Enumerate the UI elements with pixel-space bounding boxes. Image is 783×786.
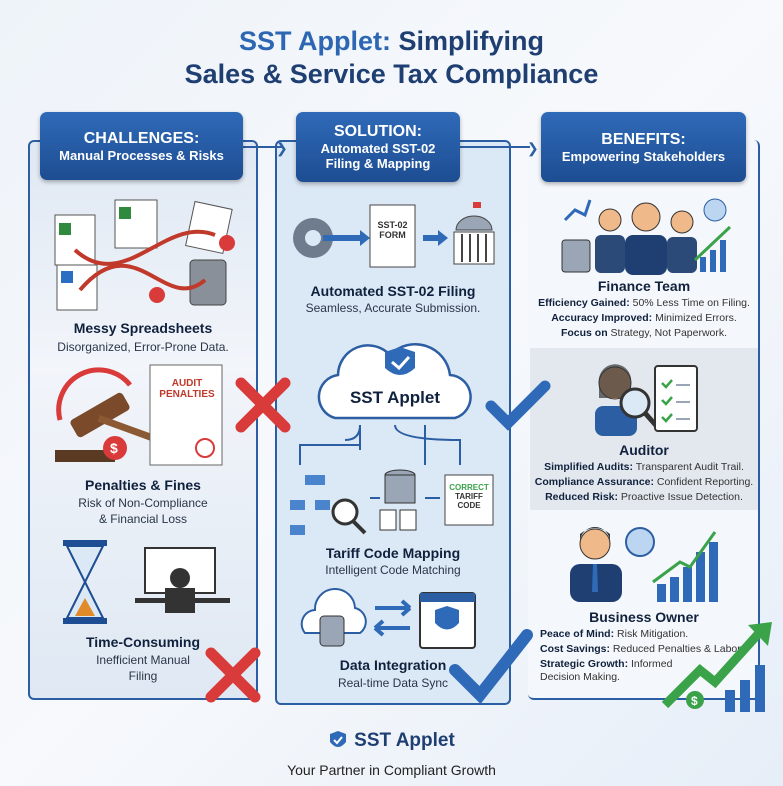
challenge-label: Messy Spreadsheets [73,320,213,336]
sst02-filing-icon [293,202,495,268]
svg-text:$: $ [691,694,698,708]
benefit-line: Compliance Assurance: Confident Reportin… [534,476,754,488]
footer-tagline: Your Partner in Compliant Growth [287,762,496,778]
solution-desc: Seamless, Accurate Submission. [305,301,481,315]
benefit-line: Simplified Audits: Transparent Audit Tra… [544,461,744,473]
solution-desc: Intelligent Code Matching [325,563,461,577]
footer-brand-name: SST Applet [354,730,455,751]
hourglass-stress-icon [63,540,230,624]
tariff-mapping-icon [290,424,494,535]
auditor-band [530,348,758,510]
data-integration-icon [300,588,476,649]
cross-icon [205,647,261,703]
challenge-desc: Disorganized, Error-Prone Data. [57,340,229,354]
solution-label: Automated SST-02 Filing [310,283,476,299]
challenge-desc: Risk of Non-Compliance [78,496,208,510]
solution-label: Data Integration [339,657,447,673]
solution-header: SOLUTION: Automated SST-02 Filing & Mapp… [296,112,460,182]
title-line-1: SST Applet: Simplifying [238,26,544,56]
solution-desc: Real-time Data Sync [337,676,449,690]
check-icon [485,380,551,431]
footer-brand: SST Applet [0,730,783,752]
cloud-label: SST Applet [349,388,441,407]
svg-text:$: $ [110,440,118,456]
benefit-line: Reduced Risk: Proactive Issue Detection. [545,491,743,503]
check-icon [449,629,533,705]
benefit-line: Accuracy Improved: Minimized Errors. [551,312,737,324]
solution-label: Tariff Code Mapping [325,545,461,561]
cloud-icon [317,342,472,420]
challenge-desc: Filing [128,669,158,683]
challenge-label: Time-Consuming [85,634,201,650]
gavel-penalty-icon: $ [55,364,223,466]
challenge-label: Penalties & Fines [85,477,201,493]
benefit-line: Focus on Strategy, Not Paperwork. [560,327,728,339]
benefit-label: Business Owner [589,609,699,625]
benefit-line: Cost Savings: Reduced Penalties & Labor [540,643,741,655]
arrow-head-icon: ❯ [527,140,539,156]
arrow-head-icon: ❯ [276,140,288,156]
business-owner-icon [570,527,718,602]
messy-spreadsheets-icon [54,199,235,311]
title-line-2: Sales & Service Tax Compliance [184,59,599,89]
benefit-label: Finance Team [597,278,691,294]
challenge-desc: Inefficient Manual [96,653,190,667]
benefit-line: Peace of Mind: Risk Mitigation. [540,628,689,640]
connector-arrow [243,146,283,148]
benefit-label: Auditor [619,442,669,458]
shield-check-icon [330,731,347,747]
connector-arrow [460,146,530,148]
cross-icon [235,377,291,433]
benefit-line: Efficiency Gained: 50% Less Time on Fili… [538,297,750,309]
benefit-line: Strategic Growth: Informed [540,658,673,670]
audit-penalties-badge: AUDIT PENALTIES [159,378,215,400]
auditor-icon [595,364,698,436]
challenge-desc: & Financial Loss [98,512,188,526]
finance-team-icon [561,198,732,275]
benefits-header: BENEFITS: Empowering Stakeholders [541,112,746,182]
challenges-header: CHALLENGES: Manual Processes & Risks [40,112,243,180]
growth-arrow-icon: $ [661,622,772,712]
benefit-line: Decision Making. [540,671,620,683]
